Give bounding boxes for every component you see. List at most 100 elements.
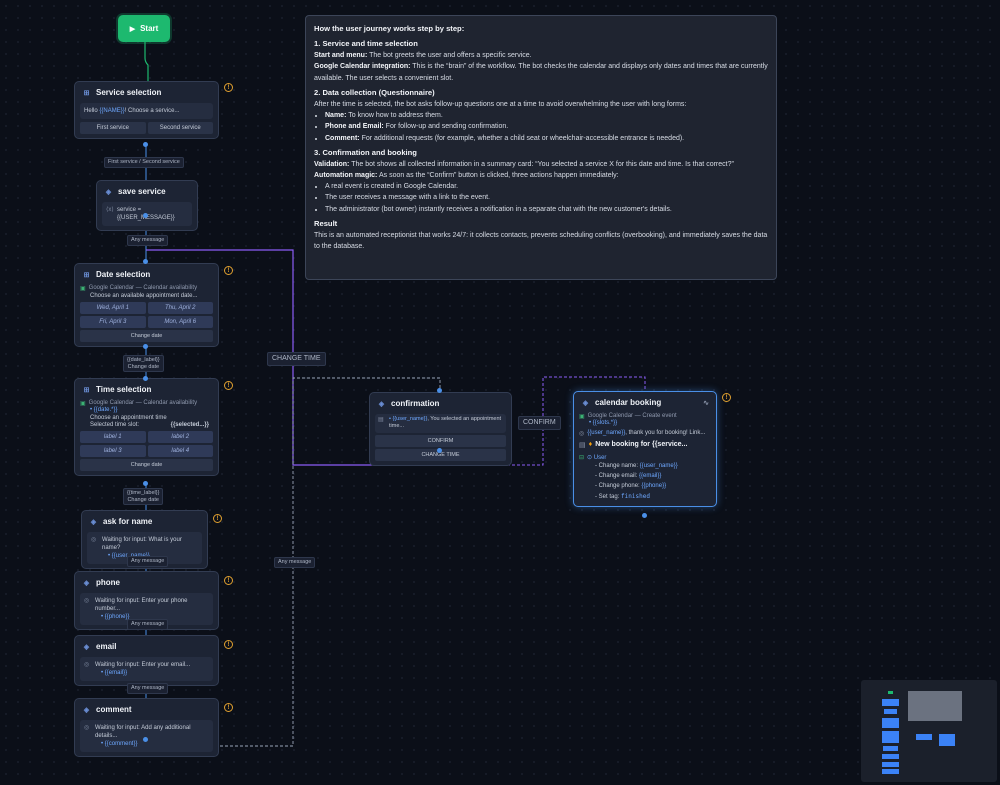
output-port[interactable] [143,142,148,147]
output-port[interactable] [143,213,148,218]
node-icon: ◈ [83,706,90,714]
item-text: For additional requests (for example, wh… [359,134,685,142]
edge-label-time[interactable]: {{time_label}}Change date [123,488,164,506]
edge-label-services[interactable]: First service / Second service [104,157,184,168]
warning-icon[interactable]: ! [213,514,222,523]
output-port[interactable] [143,481,148,486]
input-port[interactable] [437,388,442,393]
warning-icon[interactable]: ! [224,83,233,92]
line-text: The bot greets the user and offers a spe… [367,52,532,60]
bold-label: Google Calendar integration: [314,63,411,71]
warning-icon[interactable]: ! [224,640,233,649]
change-date-button[interactable]: Change date [80,330,213,342]
action-value: {{email}} [639,473,662,480]
section-3-list: A real event is created in Google Calend… [314,181,768,215]
question-text: Add any additional details... [95,725,191,740]
minimap-node [888,691,893,694]
warning-icon[interactable]: ! [722,393,731,402]
warning-icon[interactable]: ! [224,381,233,390]
output-port[interactable] [642,513,647,518]
node-title: Date selection [96,270,151,279]
info-title: How the user journey works step by step: [314,24,465,33]
node-title: phone [96,578,120,587]
warning-icon[interactable]: ! [224,576,233,585]
input-info: Waiting for input: Enter your email...• … [95,661,190,677]
node-service-selection[interactable]: ⊞Service selection Hello {{NAME}}! Choos… [74,81,219,140]
edge-label-any-message[interactable]: Any message [127,683,169,694]
start-button[interactable]: ▶ Start [118,15,170,42]
node-save-service[interactable]: ◈save service ⟨x⟩service = {{USER_MESSAG… [96,180,198,232]
node-comment[interactable]: ◈comment ◎Waiting for input: Add any add… [74,698,219,758]
user-name-var: {{user_name}} [587,430,626,436]
time-button-2[interactable]: label 2 [147,431,213,443]
minimap-node [882,769,899,774]
date-button-4[interactable]: Mon, April 6 [147,316,213,328]
minimap-node [916,734,932,740]
change-time-button[interactable]: CHANGE TIME [375,448,506,461]
line-text: The bot shows all collected information … [349,160,734,168]
input-port[interactable] [143,259,148,264]
edge-label-any-message[interactable]: Any message [274,557,316,568]
calendar-row: ▣Google Calendar — Calendar availability [80,400,213,407]
edge-label-date[interactable]: {{date_label}}Change date [123,355,164,373]
calendar-text: Google Calendar — Create event [587,413,677,419]
activity-icon: ∿ [703,399,709,407]
edge-label-confirm[interactable]: CONFIRM [518,416,561,431]
question-text: Enter your phone number... [95,598,188,613]
list-item: Name: To know how to address them. [325,110,768,121]
service-button-1[interactable]: First service [80,122,146,135]
question-text: Enter your email... [141,662,191,668]
message-icon: ▤ [378,417,384,423]
output-port[interactable] [143,737,148,742]
edge-label-any-message[interactable]: Any message [127,619,169,630]
date-button-3[interactable]: Fri, April 3 [80,316,146,328]
input-icon: ◎ [84,725,90,731]
section-1-line-1: Start and menu: The bot greets the user … [314,50,768,61]
new-booking-text: New booking for {{service... [595,441,688,448]
minimap[interactable] [861,680,997,782]
warning-icon[interactable]: ! [224,703,233,712]
message-text: Hello {{NAME}}! Choose a service... [84,107,179,115]
node-phone[interactable]: ◈phone ◎Waiting for input: Enter your ph… [74,571,219,631]
change-date-text: Change date [127,363,160,370]
node-date-selection[interactable]: ⊞Date selection ▣Google Calendar — Calen… [74,263,219,347]
node-title: save service [118,187,166,196]
node-calendar-booking[interactable]: ◈calendar booking∿ ▣Google Calendar — Cr… [573,391,717,507]
output-port[interactable] [143,344,148,349]
waiting-label: Waiting for input: [95,598,140,604]
warning-icon[interactable]: ! [224,266,233,275]
node-time-selection[interactable]: ⊞Time selection ▣Google Calendar — Calen… [74,378,219,476]
time-button-3[interactable]: label 3 [80,445,146,457]
greeting-text: ! Choose a service... [124,108,180,114]
result-text: This is an automated receptionist that w… [314,231,768,251]
node-icon: ◈ [83,579,90,587]
variable-icon: ⟨x⟩ [106,207,114,213]
action-row: - Change name: {{user_name}} [595,461,711,471]
node-icon: ◈ [90,518,97,526]
list-item: The administrator (bot owner) instantly … [325,204,768,215]
calendar-icon: ▣ [80,286,86,292]
date-button-1[interactable]: Wed, April 1 [80,302,146,314]
node-title: Service selection [96,88,162,97]
node-email[interactable]: ◈email ◎Waiting for input: Enter your em… [74,635,219,687]
minimap-node [908,691,962,721]
edge-label-change-time[interactable]: CHANGE TIME [267,352,326,367]
output-port[interactable] [437,448,442,453]
node-confirmation[interactable]: ◈confirmation ▤• {{user_name}}, You sele… [369,392,512,466]
section-1-line-2: Google Calendar integration: This is the… [314,61,768,83]
input-port[interactable] [143,376,148,381]
input-icon: ◎ [91,537,97,543]
change-date-button[interactable]: Change date [80,459,213,471]
confirm-button[interactable]: CONFIRM [375,434,506,447]
prompt-text: Choose an appointment time [90,415,167,421]
service-button-2[interactable]: Second service [147,122,213,135]
var-text: • {{comment}} [101,741,138,748]
date-button-2[interactable]: Thu, April 2 [147,302,213,314]
edge-label-any-message[interactable]: Any message [127,235,169,246]
time-button-4[interactable]: label 4 [147,445,213,457]
calendar-text: Google Calendar — Calendar availability [88,285,198,291]
edge-label-any-message[interactable]: Any message [127,556,169,567]
user-group-text: User [593,455,607,461]
time-button-1[interactable]: label 1 [80,431,146,443]
list-item: A real event is created in Google Calend… [325,181,768,192]
